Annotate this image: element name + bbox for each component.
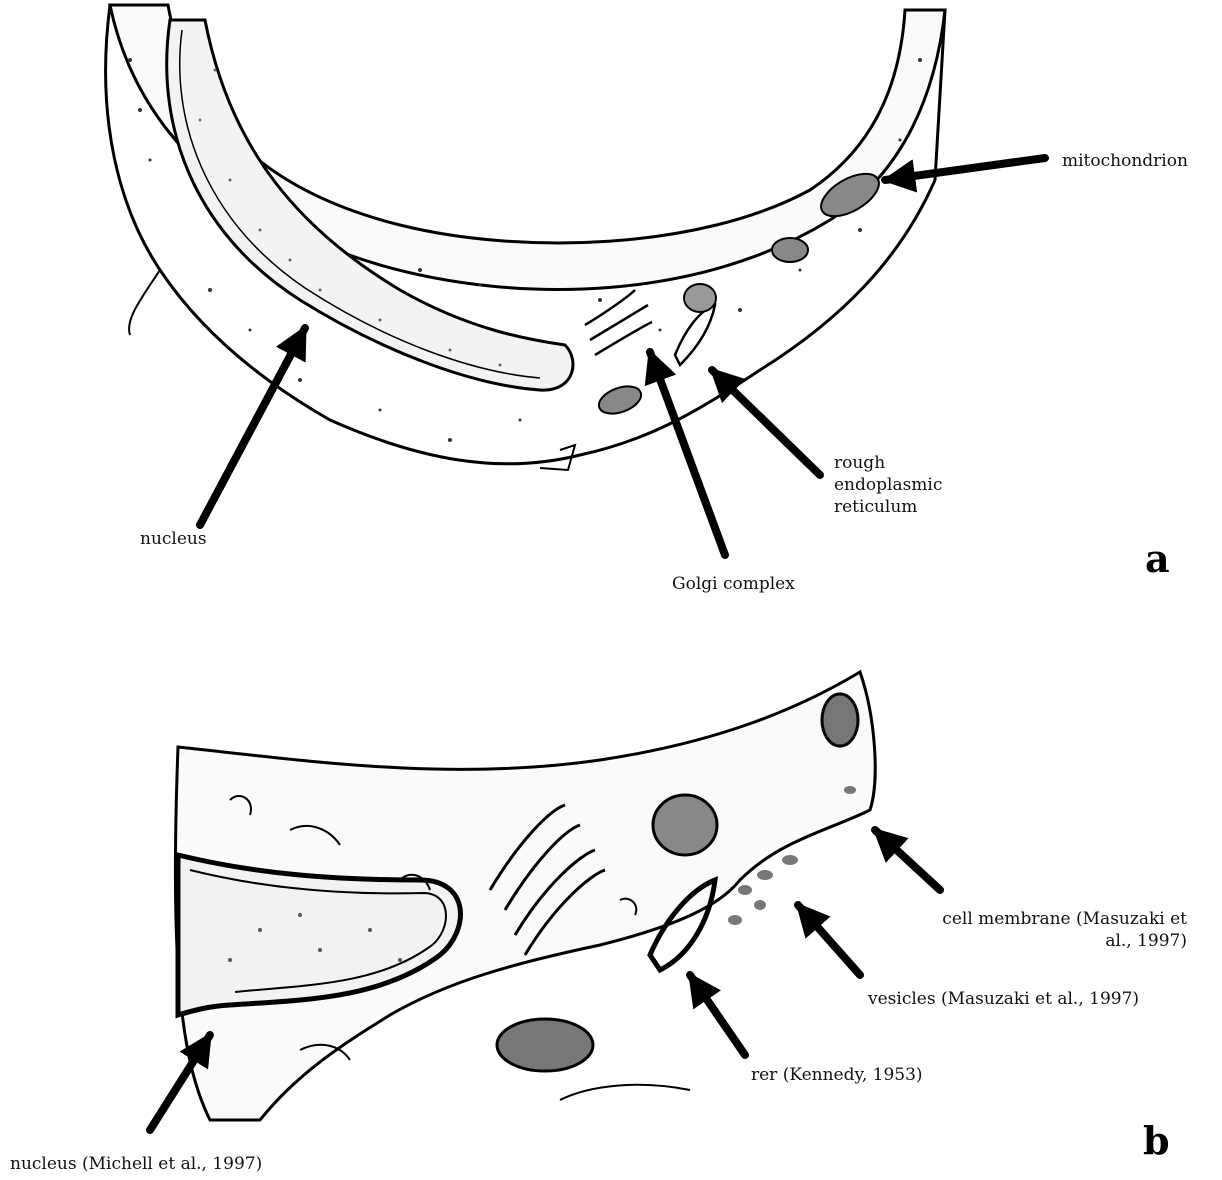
panel-a-mitochondria bbox=[595, 165, 885, 419]
label-vesicles: vesicles (Masuzaki et al., 1997) bbox=[868, 988, 1139, 1010]
label-golgi-complex: Golgi complex bbox=[672, 573, 795, 595]
label-nucleus: nucleus bbox=[140, 528, 207, 550]
rer-arrow-b bbox=[690, 975, 745, 1055]
panel-b-drawing bbox=[150, 672, 940, 1130]
label-nucleus-b: nucleus (Michell et al., 1997) bbox=[10, 1153, 262, 1175]
mitochondrion-arrow bbox=[885, 158, 1045, 180]
panel-a-nucleus bbox=[167, 20, 573, 390]
panel-letter-b: b bbox=[1143, 1118, 1170, 1163]
label-mitochondrion: mitochondrion bbox=[1062, 150, 1188, 172]
panel-a-rer bbox=[675, 305, 715, 365]
label-cell-membrane: cell membrane (Masuzaki et al., 1997) bbox=[935, 908, 1187, 952]
rer-arrow bbox=[712, 370, 820, 475]
label-rer: rer (Kennedy, 1953) bbox=[751, 1064, 923, 1086]
cell-membrane-arrow bbox=[875, 830, 940, 890]
nucleus-arrow bbox=[200, 328, 305, 525]
label-rough-er: rough endoplasmic reticulum bbox=[834, 452, 942, 518]
vesicles-arrow bbox=[798, 905, 860, 975]
panel-letter-a: a bbox=[1145, 536, 1170, 581]
golgi-arrow bbox=[650, 352, 725, 555]
panel-a-golgi-complex bbox=[585, 290, 652, 355]
